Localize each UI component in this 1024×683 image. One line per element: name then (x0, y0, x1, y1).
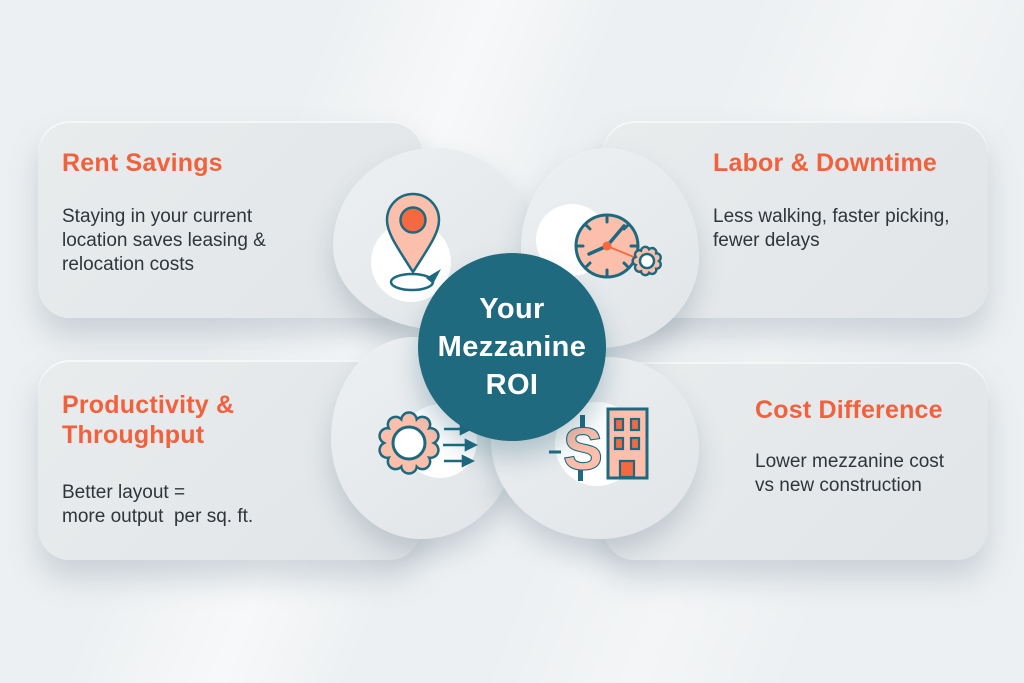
dollar-building-icon: S (549, 402, 649, 486)
pin-orbit-arrowhead (426, 269, 441, 284)
card-title-labor-downtime: Labor & Downtime (713, 149, 938, 177)
clock-ticks (576, 215, 638, 277)
dollar-top-bar (580, 415, 585, 428)
card-title-rent-savings: Rent Savings (62, 149, 223, 177)
card-title-cost-difference: Cost Difference (755, 396, 943, 424)
gear-hole (391, 425, 427, 461)
clock-small-gear-hole (638, 252, 656, 270)
building-windows (613, 417, 641, 451)
card-body-cost-difference: Lower mezzanine cost vs new construction (755, 451, 945, 496)
location-pin-icon (371, 192, 451, 302)
roi-center-circle: Your Mezzanine ROI (418, 253, 606, 441)
dollar-bottom-bar (578, 468, 583, 481)
dollar-s-glyph: S (564, 417, 603, 482)
card-body-productivity-throughput: Better layout = more output per sq. ft. (62, 482, 254, 527)
card-body-rent-savings: Staying in your current location saves l… (62, 206, 266, 275)
pin-center-dot (399, 206, 427, 234)
card-productivity-throughput: Productivity & Throughput Better layout … (38, 360, 421, 560)
card-body-labor-downtime: Less walking, faster picking, fewer dela… (713, 206, 950, 251)
building-door (618, 459, 636, 479)
clock-center-dot (602, 241, 612, 251)
card-title-productivity-throughput: Productivity & Throughput (62, 391, 235, 449)
clock-gear-icon (536, 204, 662, 279)
roi-center-label: Your Mezzanine ROI (437, 293, 587, 401)
